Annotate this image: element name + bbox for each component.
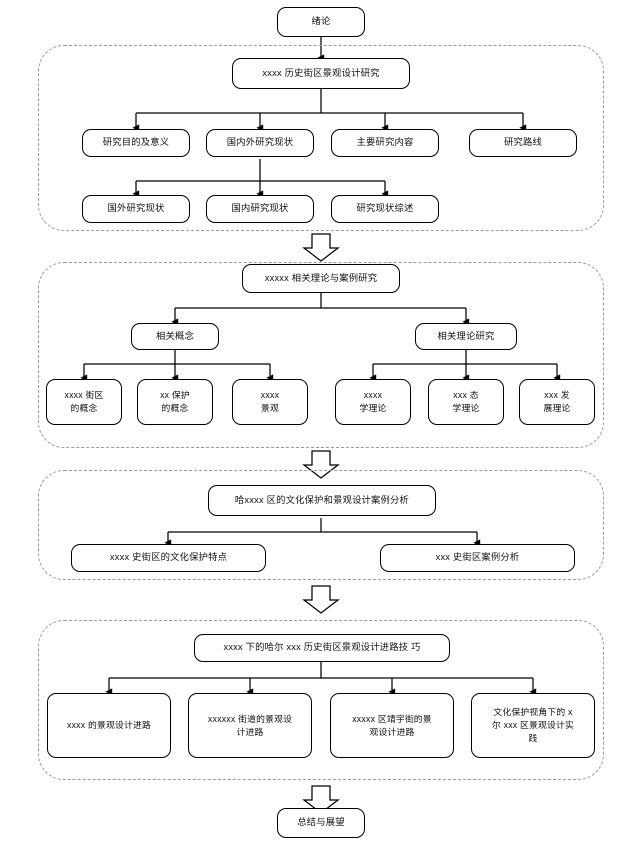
node-approach-two[interactable]: xxxxxx 街道的景观设 计进路 bbox=[188, 693, 312, 758]
node-related-concepts[interactable]: 相关概念 bbox=[131, 323, 219, 350]
node-section1-head[interactable]: xxxx 历史街区景观设计研究 bbox=[232, 58, 410, 89]
group-design-approach bbox=[38, 620, 604, 780]
down-block-arrow-3 bbox=[302, 585, 340, 614]
node-approach-one[interactable]: xxxx 的景观设计进路 bbox=[47, 693, 171, 758]
group-theory bbox=[38, 262, 604, 448]
node-research-route[interactable]: 研究路线 bbox=[469, 129, 577, 157]
node-related-theory-research[interactable]: 相关理论研究 bbox=[415, 323, 517, 350]
node-section4-head[interactable]: xxxx 下的哈尔 xxx 历史街区景观设计进路技 巧 bbox=[194, 634, 450, 662]
node-cultural-protection-features[interactable]: xxxx 史街区的文化保护特点 bbox=[71, 544, 266, 572]
node-protection-concept[interactable]: xx 保护 的概念 bbox=[137, 379, 213, 425]
node-domestic-research-status[interactable]: 国内研究现状 bbox=[206, 195, 314, 223]
node-landscape-concept[interactable]: xxxx 景观 bbox=[232, 379, 308, 425]
node-approach-three[interactable]: xxxxx 区靖宇街的景 观设计进路 bbox=[330, 693, 454, 758]
node-section3-head[interactable]: 哈xxxx 区的文化保护和景观设计案例分析 bbox=[208, 485, 436, 516]
down-block-arrow-1 bbox=[302, 233, 340, 262]
node-research-purpose[interactable]: 研究目的及意义 bbox=[82, 129, 190, 157]
node-approach-four[interactable]: 文化保护视角下的 x 尔 xxx 区景观设计实 践 bbox=[471, 693, 595, 758]
node-district-concept[interactable]: xxxx 街区 的概念 bbox=[46, 379, 122, 425]
node-main-research-content[interactable]: 主要研究内容 bbox=[331, 129, 439, 157]
node-conclusion-outlook[interactable]: 总结与展望 bbox=[277, 808, 365, 838]
node-introduction-title[interactable]: 绪论 bbox=[277, 7, 365, 37]
node-research-status-summary[interactable]: 研究现状综述 bbox=[331, 195, 439, 223]
node-theory-two[interactable]: xxx 态 学理论 bbox=[428, 379, 504, 425]
node-research-status-home-abroad[interactable]: 国内外研究现状 bbox=[206, 129, 314, 157]
node-district-case-analysis[interactable]: xxx 史街区案例分析 bbox=[380, 544, 575, 572]
node-abroad-research-status[interactable]: 国外研究现状 bbox=[82, 195, 190, 223]
node-section2-head[interactable]: xxxxx 相关理论与案例研究 bbox=[242, 264, 400, 293]
node-theory-three[interactable]: xxx 发 展理论 bbox=[519, 379, 595, 425]
node-theory-one[interactable]: xxxx 学理论 bbox=[335, 379, 411, 425]
